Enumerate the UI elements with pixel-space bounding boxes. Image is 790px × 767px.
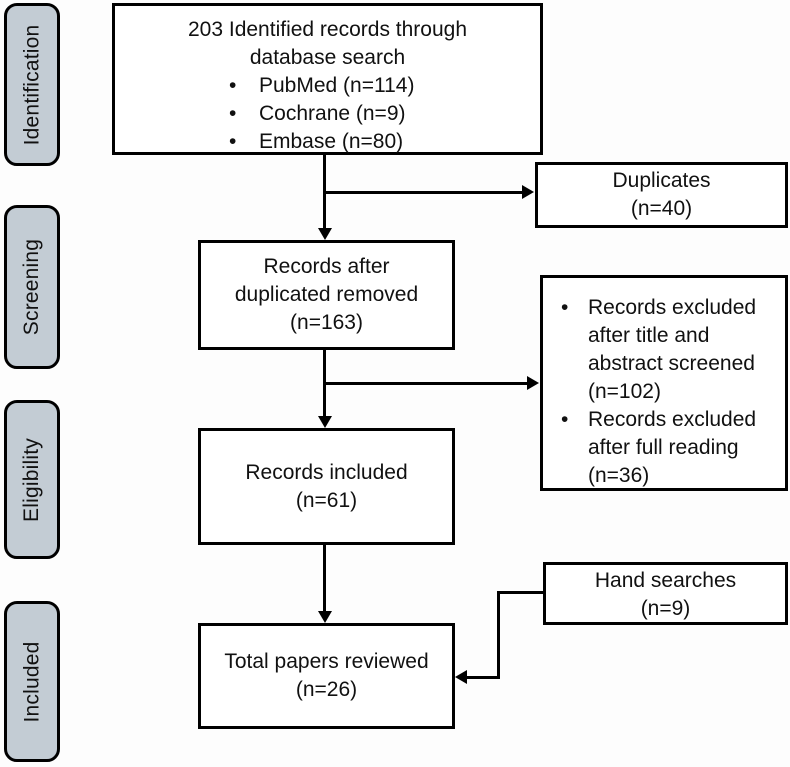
arrowhead-right-icon [527, 376, 539, 390]
identified-bullet-cochrane-text: Cochrane (n=9) [259, 102, 406, 125]
excluded-bullet-title-abstract-text: Records excluded after title and abstrac… [588, 296, 757, 403]
identified-heading-line2: database search [249, 46, 406, 69]
box-after-duplicates-removed: Records after duplicated removed (n=163) [198, 240, 455, 350]
box-total-papers-reviewed: Total papers reviewed (n=26) [198, 623, 455, 729]
identified-bullet-pubmed: • PubMed (n=114) [115, 72, 540, 100]
identified-heading-line1: 203 Identified records through [187, 18, 468, 41]
arrow-to-excluded-line [325, 382, 528, 385]
identified-bullet-embase-text: Embase (n=80) [259, 130, 404, 153]
arrow-eligibility-to-included-line [323, 544, 326, 612]
box-records-excluded: • Records excluded after title and abstr… [540, 275, 788, 491]
hand-searches-line2: (n=9) [640, 596, 691, 620]
records-included-line1: Records included [245, 460, 408, 484]
duplicates-line2: (n=40) [630, 197, 693, 220]
records-included-line2: (n=61) [295, 488, 358, 512]
arrow-identified-to-screening-line [323, 154, 326, 229]
box-identified-records: 203 Identified records through database … [112, 3, 543, 155]
bullet-icon: • [561, 408, 569, 431]
arrowhead-down-icon [318, 611, 332, 623]
stage-included: Included [4, 601, 60, 762]
after-duplicates-line2: duplicated removed [234, 283, 419, 306]
arrow-hand-searches-segment-bottom [466, 676, 497, 679]
after-duplicates-line1: Records after [263, 255, 390, 278]
box-hand-searches: Hand searches (n=9) [543, 562, 788, 625]
box-records-included: Records included (n=61) [198, 428, 455, 545]
bullet-icon: • [561, 296, 569, 319]
arrow-to-duplicates-line [325, 191, 523, 194]
stage-screening-label: Screening [20, 238, 43, 336]
stage-eligibility-label: Eligibility [20, 437, 43, 522]
arrow-hand-searches-segment-vertical [497, 591, 500, 679]
arrowhead-left-icon [455, 670, 467, 684]
stage-identification: Identification [4, 3, 60, 166]
arrow-hand-searches-segment-top [497, 591, 543, 594]
arrowhead-down-icon [318, 228, 332, 240]
arrowhead-down-icon [318, 416, 332, 428]
bullet-icon: • [229, 130, 237, 153]
stage-included-label: Included [20, 641, 43, 722]
arrowhead-right-icon [522, 185, 534, 199]
bullet-icon: • [229, 102, 237, 125]
bullet-icon: • [229, 74, 237, 97]
excluded-bullet-full-reading-text: Records excluded after full reading (n=3… [588, 408, 757, 487]
stage-eligibility: Eligibility [4, 400, 60, 559]
identified-bullet-embase: • Embase (n=80) [115, 128, 540, 156]
stage-screening: Screening [4, 205, 60, 369]
identified-bullet-cochrane: • Cochrane (n=9) [115, 100, 540, 128]
hand-searches-line1: Hand searches [594, 568, 737, 592]
identified-bullet-pubmed-text: PubMed (n=114) [259, 74, 415, 97]
total-line1: Total papers reviewed [224, 650, 429, 673]
duplicates-line1: Duplicates [612, 169, 711, 192]
box-duplicates: Duplicates (n=40) [535, 162, 788, 228]
total-line2: (n=26) [295, 678, 358, 701]
stage-identification-label: Identification [20, 24, 43, 145]
after-duplicates-line3: (n=163) [290, 311, 363, 334]
excluded-bullet-title-abstract: • Records excluded after title and abstr… [561, 294, 777, 406]
excluded-bullet-full-reading: • Records excluded after full reading (n… [561, 406, 777, 490]
arrow-screening-to-eligibility-line [323, 349, 326, 417]
